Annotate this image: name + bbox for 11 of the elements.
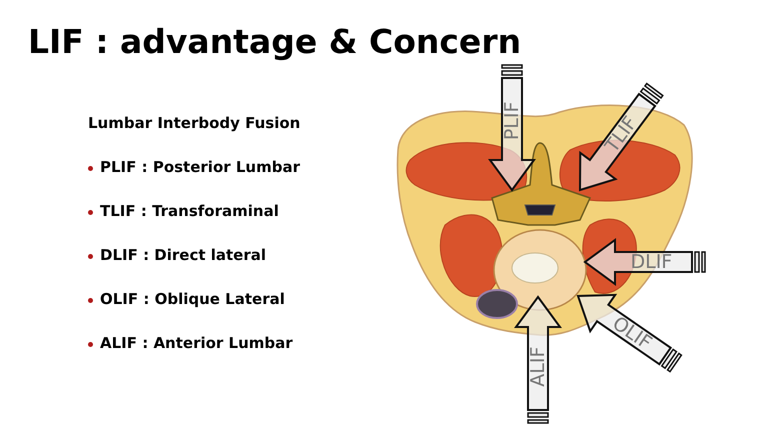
arrow-label: OLIF	[608, 312, 656, 354]
list-item: DLIF : Direct lateral	[100, 246, 266, 264]
arrow-label: PLIF	[501, 102, 523, 140]
list-item: ALIF : Anterior Lumbar	[100, 334, 293, 352]
list-heading: Lumbar Interbody Fusion	[88, 114, 300, 132]
arrow-label: ALIF	[527, 346, 549, 387]
list-item: PLIF : Posterior Lumbar	[100, 158, 300, 176]
list-item: TLIF : Transforaminal	[100, 202, 279, 220]
arrow-label: DLIF	[630, 251, 672, 273]
slide-title: LIF : advantage & Concern	[28, 22, 522, 61]
list-item: OLIF : Oblique Lateral	[100, 290, 285, 308]
